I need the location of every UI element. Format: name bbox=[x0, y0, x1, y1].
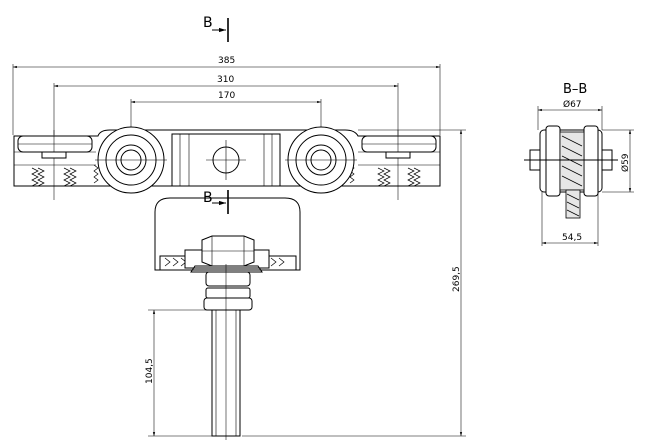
right-guide-roller bbox=[361, 130, 437, 200]
dimension-bolt-length: 104,5 bbox=[145, 309, 212, 437]
right-wheel bbox=[285, 126, 357, 194]
suspension-bolt bbox=[203, 264, 253, 440]
springs bbox=[31, 164, 421, 187]
dimension-total-height-label: 269,5 bbox=[452, 266, 462, 292]
left-guide-roller bbox=[17, 130, 93, 200]
section-marker-top-label: B bbox=[203, 15, 213, 31]
dimension-rail-spacing-label: 310 bbox=[217, 75, 234, 85]
dimension-total-length-label: 385 bbox=[218, 56, 235, 66]
section-view-b-b: B–B Ø67 Ø59 54,5 bbox=[524, 82, 634, 246]
section-marker-top: B bbox=[203, 15, 229, 42]
dimension-section-width-label: 54,5 bbox=[562, 233, 582, 243]
section-title: B–B bbox=[563, 82, 587, 97]
dimension-rail-spacing: 310 bbox=[53, 75, 399, 135]
dimension-total-height: 269,5 bbox=[242, 129, 466, 437]
dimension-wheel-diameter-label: Ø59 bbox=[620, 153, 631, 172]
dimension-total-length: 385 bbox=[12, 56, 441, 135]
section-marker-mid: B bbox=[203, 190, 229, 214]
left-wheel bbox=[95, 126, 167, 194]
dimension-roller-diameter-label: Ø67 bbox=[563, 99, 582, 110]
dimension-wheel-spacing-label: 170 bbox=[218, 91, 235, 101]
dimension-bolt-length-label: 104,5 bbox=[145, 358, 155, 384]
hanger-bracket bbox=[154, 197, 301, 273]
